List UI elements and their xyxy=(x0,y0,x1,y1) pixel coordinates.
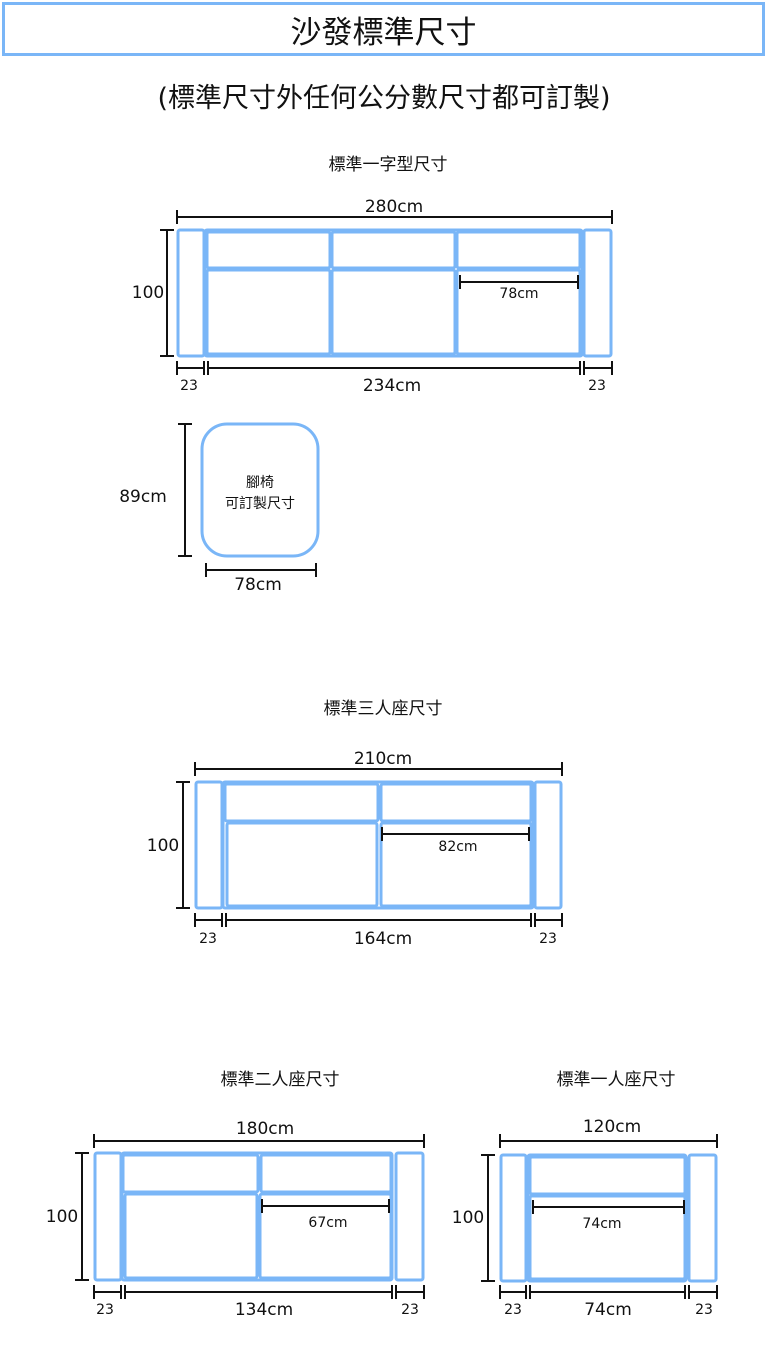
label-arm-left: 23 xyxy=(96,1302,114,1318)
back-cushion xyxy=(259,1153,393,1194)
subtitle: (標準尺寸外任何公分數尺寸都可訂製) xyxy=(157,83,611,114)
heading-straight: 標準一字型尺寸 xyxy=(329,155,448,175)
sofa-frame xyxy=(203,228,584,358)
arm-left xyxy=(176,228,206,358)
arm-right xyxy=(582,228,613,358)
seat-cushion xyxy=(205,268,332,356)
label-total-width: 210cm xyxy=(354,749,412,769)
label-inner-width: 134cm xyxy=(235,1300,293,1320)
label-total-width: 280cm xyxy=(365,197,423,217)
back-cushion xyxy=(455,230,582,270)
ottoman-depth: 89cm xyxy=(119,487,167,507)
arm-left xyxy=(499,1153,528,1283)
label-seat-width: 74cm xyxy=(582,1216,621,1232)
seat-cushion xyxy=(258,1192,393,1280)
label-arm-left: 23 xyxy=(504,1302,522,1318)
label-depth: 100 xyxy=(452,1208,484,1228)
label-seat-width: 67cm xyxy=(308,1215,347,1231)
label-arm-left: 23 xyxy=(199,931,217,947)
label-depth: 100 xyxy=(147,836,179,856)
label-inner-width: 74cm xyxy=(584,1300,632,1320)
heading-three-seat: 標準三人座尺寸 xyxy=(324,699,443,719)
back-cushion xyxy=(205,230,332,270)
page-title-box: 沙發標準尺寸 xyxy=(2,2,765,56)
seat-cushion xyxy=(225,821,379,908)
ottoman-label-2: 可訂製尺寸 xyxy=(225,496,295,512)
arm-left xyxy=(93,1151,123,1282)
arm-right xyxy=(533,780,563,910)
label-inner-width: 234cm xyxy=(363,376,421,396)
back-cushion xyxy=(121,1153,260,1194)
label-arm-right: 23 xyxy=(539,931,557,947)
label-arm-right: 23 xyxy=(695,1302,713,1318)
heading-one-seat: 標準一人座尺寸 xyxy=(557,1070,676,1090)
back-cushion xyxy=(223,782,380,823)
arm-right xyxy=(394,1151,425,1282)
page-title: 沙發標準尺寸 xyxy=(290,14,477,51)
label-total-width: 120cm xyxy=(583,1117,641,1137)
label-arm-right: 23 xyxy=(401,1302,419,1318)
label-seat-width: 78cm xyxy=(499,286,538,302)
label-inner-width: 164cm xyxy=(354,929,412,949)
arm-right xyxy=(687,1153,718,1283)
label-depth: 100 xyxy=(132,283,164,303)
label-arm-right: 23 xyxy=(588,378,606,394)
back-cushion xyxy=(379,782,533,823)
arm-left xyxy=(194,780,224,910)
ottoman-label-1: 腳椅 xyxy=(246,475,274,491)
sofa-frame xyxy=(221,780,535,910)
label-arm-left: 23 xyxy=(180,378,198,394)
label-total-width: 180cm xyxy=(236,1119,294,1139)
seat-cushion xyxy=(528,1194,687,1281)
seat-cushion xyxy=(379,821,533,908)
ottoman-width: 78cm xyxy=(234,575,282,595)
heading-two-seat: 標準二人座尺寸 xyxy=(221,1070,340,1090)
seat-cushion xyxy=(123,1192,259,1280)
back-cushion xyxy=(528,1155,687,1196)
seat-cushion xyxy=(330,268,457,356)
label-depth: 100 xyxy=(46,1207,78,1227)
label-seat-width: 82cm xyxy=(438,839,477,855)
ottoman xyxy=(200,422,320,558)
seat-cushion xyxy=(455,268,582,356)
back-cushion xyxy=(330,230,457,270)
